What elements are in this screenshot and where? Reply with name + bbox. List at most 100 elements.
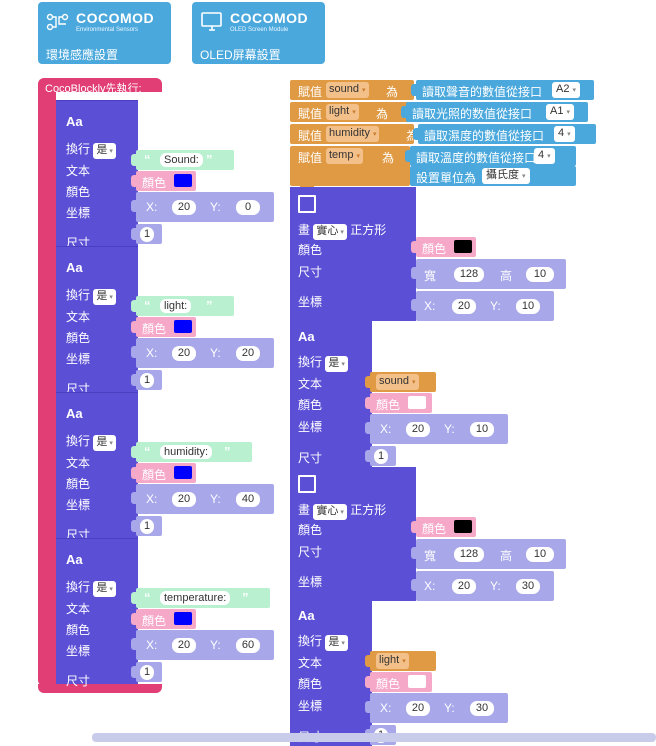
height-value[interactable]: 10	[526, 547, 554, 562]
variable-dropdown[interactable]: sound▾	[326, 82, 369, 98]
x-value[interactable]: 20	[172, 492, 196, 507]
x-value[interactable]: 20	[452, 299, 476, 314]
y-value[interactable]: 30	[470, 701, 494, 716]
color-input[interactable]: 顏色	[136, 609, 196, 629]
color-swatch[interactable]	[454, 520, 472, 533]
text-value[interactable]: humidity:	[160, 445, 213, 459]
size-input[interactable]: 1	[136, 224, 162, 244]
variable-dropdown[interactable]: light▾	[376, 653, 409, 669]
color-swatch[interactable]	[174, 466, 192, 479]
y-value[interactable]: 0	[236, 200, 260, 215]
draw-square-block[interactable]: 畫 實心▾ 正方形顏色尺寸坐標	[290, 467, 416, 601]
size-value[interactable]: 1	[140, 227, 154, 242]
width-value[interactable]: 128	[454, 267, 484, 282]
text-string-input[interactable]: “temperature:”	[136, 588, 270, 608]
x-value[interactable]: 20	[172, 200, 196, 215]
y-value[interactable]: 40	[236, 492, 260, 507]
port-dropdown[interactable]: A2▾	[552, 82, 580, 98]
size-input[interactable]: 1	[136, 516, 162, 536]
x-value[interactable]: 20	[172, 346, 196, 361]
fill-dropdown[interactable]: 實心▾	[313, 504, 347, 520]
y-value[interactable]: 30	[516, 579, 540, 594]
variable-dropdown[interactable]: light▾	[326, 104, 359, 120]
size-value[interactable]: 1	[374, 449, 388, 464]
color-input[interactable]: 顏色	[370, 393, 432, 413]
environmental-sensors-tab[interactable]: COCOMOD Environmental Sensors 環境感應設置	[38, 2, 171, 64]
text-value[interactable]: light:	[160, 299, 192, 313]
size-value[interactable]: 1	[140, 665, 154, 680]
x-value[interactable]: 20	[172, 638, 196, 653]
color-input[interactable]: 顏色	[136, 171, 196, 191]
unit-setting-row[interactable]: 設置單位為攝氏度▾	[410, 166, 576, 186]
color-swatch[interactable]	[454, 240, 472, 253]
size-input[interactable]: 1	[136, 370, 162, 390]
oled-screen-tab[interactable]: COCOMOD OLED Screen Module OLED屏幕設置	[192, 2, 325, 64]
color-swatch[interactable]	[174, 320, 192, 333]
y-value[interactable]: 10	[516, 299, 540, 314]
color-swatch[interactable]	[408, 396, 426, 409]
text-string-input[interactable]: “light:”	[136, 296, 234, 316]
variable-reporter[interactable]: sound▾	[370, 372, 436, 392]
variable-dropdown[interactable]: humidity▾	[326, 126, 380, 142]
size-input[interactable]: 1	[136, 662, 162, 682]
port-dropdown[interactable]: 4▾	[534, 148, 555, 164]
text-string-input[interactable]: “humidity:”	[136, 442, 252, 462]
variable-reporter[interactable]: light▾	[370, 651, 436, 671]
variable-dropdown[interactable]: temp▾	[326, 148, 363, 164]
color-input[interactable]: 顏色	[136, 317, 196, 337]
port-dropdown[interactable]: A1▾	[546, 104, 574, 120]
horizontal-scrollbar[interactable]	[92, 733, 656, 742]
text-value[interactable]: temperature:	[160, 591, 231, 605]
variable-dropdown[interactable]: sound▾	[376, 374, 419, 390]
wrap-dropdown[interactable]: 是▾	[93, 143, 116, 159]
y-value[interactable]: 10	[470, 422, 494, 437]
y-value[interactable]: 60	[236, 638, 260, 653]
height-value[interactable]: 10	[526, 267, 554, 282]
size-value[interactable]: 1	[140, 373, 154, 388]
text-value[interactable]: Sound:	[160, 153, 203, 167]
color-swatch[interactable]	[408, 675, 426, 688]
fill-dropdown[interactable]: 實心▾	[313, 224, 347, 240]
color-input[interactable]: 顏色	[416, 517, 476, 537]
y-value[interactable]: 20	[236, 346, 260, 361]
width-value[interactable]: 128	[454, 547, 484, 562]
color-input[interactable]: 顏色	[370, 672, 432, 692]
wrap-dropdown[interactable]: 是▾	[93, 289, 116, 305]
x-value[interactable]: 20	[452, 579, 476, 594]
color-input[interactable]: 顏色	[136, 463, 196, 483]
size-value[interactable]: 1	[140, 519, 154, 534]
draw-square-block[interactable]: 畫 實心▾ 正方形顏色尺寸坐標	[290, 187, 416, 321]
run-first-hat-block[interactable]: CocoBlockly先執行:	[38, 78, 162, 95]
text-string-input[interactable]: “Sound:”	[136, 150, 234, 170]
port-dropdown[interactable]: 4▾	[554, 126, 575, 142]
size-input[interactable]: 1	[370, 446, 396, 466]
color-input[interactable]: 顏色	[416, 237, 476, 257]
wrap-dropdown[interactable]: 是▾	[93, 435, 116, 451]
color-swatch[interactable]	[174, 612, 192, 625]
x-value[interactable]: 20	[406, 422, 430, 437]
unit-dropdown[interactable]: 攝氏度▾	[482, 168, 530, 184]
